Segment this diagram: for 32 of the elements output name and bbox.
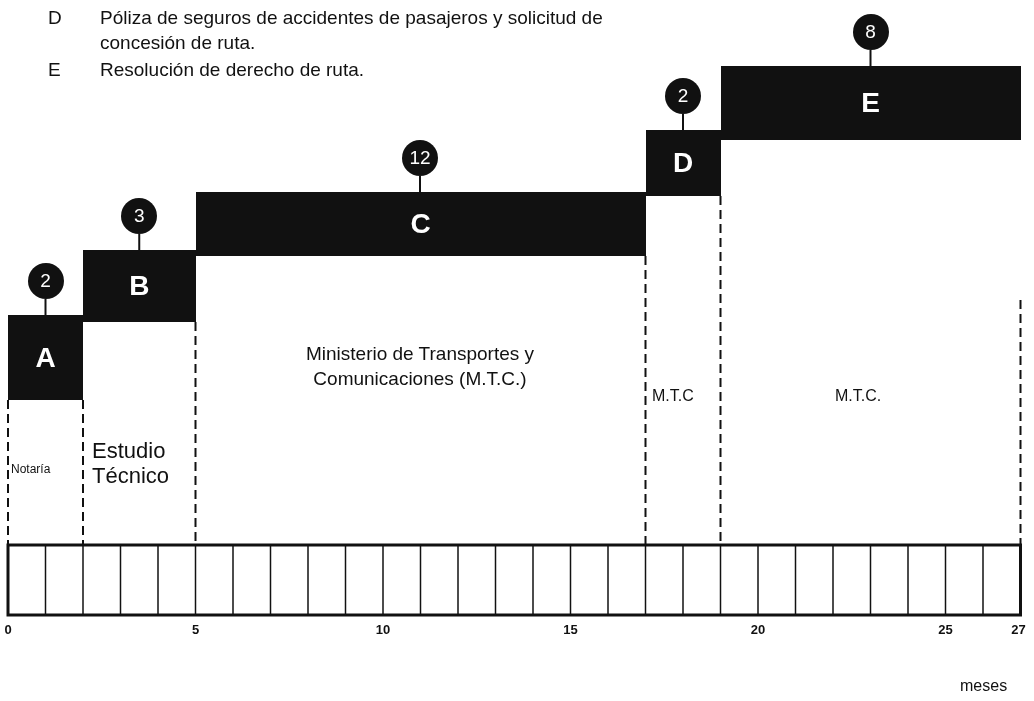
region-label: Ministerio de Transportes y Comunicaciones (M.T.C.) <box>304 342 536 391</box>
phase-bar <box>195 192 646 256</box>
duration-badge: 3 <box>121 198 158 234</box>
duration-badge: 12 <box>402 140 438 176</box>
phase-letter: B <box>129 270 150 302</box>
tick-label: 10 <box>375 622 391 637</box>
tick-label: 5 <box>191 622 200 637</box>
region-label: Notaría <box>11 462 51 478</box>
phase-bar <box>720 66 1021 140</box>
legend-key: E <box>48 58 61 83</box>
tick-label: 15 <box>563 622 578 637</box>
phase-letter: D <box>672 147 694 179</box>
tick-label: 0 <box>4 622 12 637</box>
tick-label: 27 <box>1011 622 1026 637</box>
region-label: Estudio Técnico <box>92 438 171 489</box>
region-label: M.T.C. <box>835 386 882 406</box>
phase-bar <box>8 315 83 400</box>
tick-label: 20 <box>750 622 766 637</box>
phase-letter: A <box>35 341 56 374</box>
phase-bar <box>83 250 196 322</box>
legend-key: D <box>48 6 62 31</box>
duration-badge: 2 <box>665 78 701 114</box>
region-label: M.T.C <box>652 386 694 406</box>
phase-letter: C <box>410 208 431 240</box>
phase-bar <box>645 130 721 196</box>
axis-unit: meses <box>960 676 1008 696</box>
legend-text: Póliza de seguros de accidentes de pasajeros y solicitud de concesión de ruta. <box>100 6 604 55</box>
phase-letter: E <box>861 87 880 119</box>
legend-text: Resolución de derecho de ruta. <box>100 58 366 82</box>
duration-badge: 8 <box>852 14 889 50</box>
duration-badge: 2 <box>27 263 64 299</box>
tick-label: 25 <box>938 622 953 637</box>
